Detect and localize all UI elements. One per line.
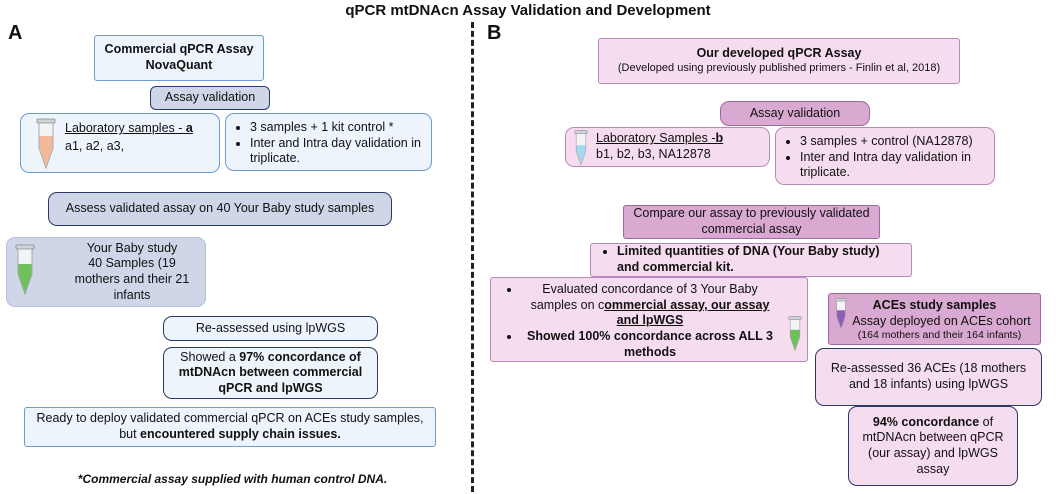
footnote: *Commercial assay supplied with human co… — [77, 472, 388, 486]
assess-box: Assess validated assay on 40 Your Baby s… — [48, 192, 392, 226]
developed-line2: (Developed using previously published pr… — [617, 61, 941, 74]
compare-box: Compare our assay to previously validate… — [623, 205, 880, 239]
lab-samples-a-letter: a — [185, 121, 193, 135]
ready-box: Ready to deploy validated commercial qPC… — [24, 407, 436, 447]
aces-line3: (164 mothers and their 164 infants) — [857, 329, 1022, 342]
evaluated-box: Evaluated concordance of 3 Your Baby sam… — [490, 277, 808, 362]
developed-line1: Our developed qPCR Assay — [696, 46, 862, 61]
showed-text: Showed 100% concordance across ALL 3 met… — [521, 329, 779, 360]
panel-a-letter: A — [8, 22, 23, 44]
panel-divider — [471, 22, 474, 492]
evaluated-bold: ommercial assay, our assay and lpWGS — [604, 297, 770, 328]
ready-bold: encountered supply chain issues. — [140, 427, 341, 441]
concordance-a-bold: 97% concordance of mtDNAcn between comme… — [178, 349, 363, 395]
validation-bullets-a: 3 samples + 1 kit control * Inter and In… — [225, 113, 432, 171]
your-baby-line2: 40 Samples (19 — [88, 256, 176, 271]
limited-text: Limited quantities of DNA (Your Baby stu… — [617, 244, 901, 275]
aces-line2: Assay deployed on ACEs cohort — [852, 313, 1031, 328]
ready-pre: Ready to deploy validated commercial qPC… — [36, 411, 424, 441]
lab-samples-a-label: Laboratory samples - — [65, 121, 186, 135]
lab-samples-b-letter: b — [715, 131, 724, 145]
lab-samples-a-box: Laboratory samples - a a1, a2, a3, — [20, 113, 220, 173]
bullet-b-2: Inter and Intra day validation in tripli… — [800, 150, 988, 181]
sample-tube-icon — [36, 118, 56, 170]
commercial-assay-line1: Commercial qPCR Assay — [104, 42, 254, 57]
commercial-assay-line2: NovaQuant — [145, 58, 213, 72]
concordance-b-post: of mtDNAcn between qPCR (our assay) and … — [862, 414, 1004, 476]
your-baby-line3: mothers and their 21 — [74, 272, 190, 286]
concordance-a: Showed a 97% concordance of mtDNAcn betw… — [163, 347, 378, 399]
reassessed-a: Re-assessed using lpWGS — [163, 316, 378, 341]
lab-samples-b-values: b1, b2, b3, NA12878 — [596, 147, 711, 161]
panel-b-letter: B — [487, 22, 502, 44]
sample-tube-icon — [15, 244, 35, 296]
bullet-a-1: 3 samples + 1 kit control * — [250, 120, 425, 136]
validation-bullets-b: 3 samples + control (NA12878) Inter and … — [775, 127, 995, 185]
concordance-b: 94% concordance of mtDNAcn between qPCR … — [848, 406, 1018, 486]
evaluated-pre: Evaluated concordance of 3 Your Baby sam… — [530, 282, 758, 312]
your-baby-box: Your Baby study 40 Samples (19 mothers a… — [6, 237, 206, 307]
lab-samples-b-box: Laboratory Samples -b b1, b2, b3, NA1287… — [565, 127, 770, 167]
your-baby-line1: Your Baby study — [86, 240, 178, 255]
bullet-a-2: Inter and Intra day validation in tripli… — [250, 136, 425, 167]
your-baby-line4: infants — [113, 287, 151, 302]
assay-validation-a: Assay validation — [150, 86, 270, 110]
aces-box: ACEs study samples Assay deployed on ACE… — [828, 293, 1041, 345]
figure-title: qPCR mtDNAcn Assay Validation and Develo… — [345, 2, 711, 19]
concordance-b-bold: 94% concordance — [872, 414, 980, 429]
reassessed-b: Re-assessed 36 ACEs (18 mothers and 18 i… — [815, 348, 1042, 406]
lab-samples-a-values: a1, a2, a3, — [65, 139, 125, 153]
assay-validation-b: Assay validation — [720, 101, 870, 126]
sample-tube-icon — [835, 298, 847, 330]
limited-box: Limited quantities of DNA (Your Baby stu… — [590, 243, 912, 277]
aces-title: ACEs study samples — [872, 298, 997, 312]
bullet-b-1: 3 samples + control (NA12878) — [800, 134, 988, 150]
commercial-assay-box: Commercial qPCR Assay NovaQuant — [94, 35, 264, 81]
sample-tube-icon — [574, 130, 588, 166]
concordance-a-pre: Showed a — [180, 349, 240, 364]
lab-samples-b-label: Laboratory Samples - — [596, 131, 716, 145]
sample-tube-icon — [788, 316, 802, 352]
developed-assay-box: Our developed qPCR Assay (Developed usin… — [598, 38, 960, 84]
